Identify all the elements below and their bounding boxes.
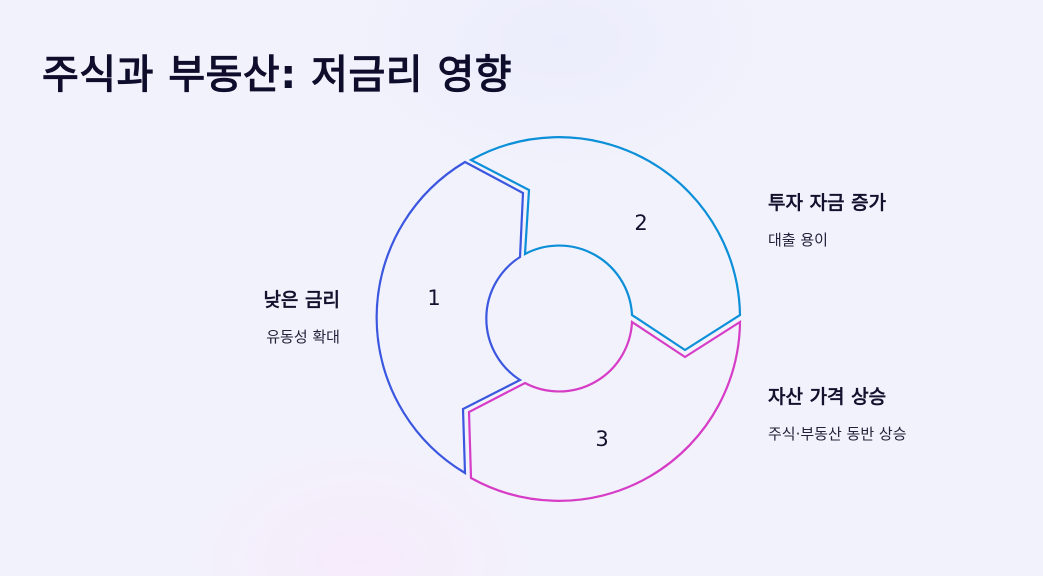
segment-1-number: 1	[427, 286, 440, 310]
cycle-segment-1: 1	[375, 160, 525, 475]
segment-2-heading: 투자 자금 증가	[768, 192, 887, 214]
segment-2-label: 투자 자금 증가 대출 용이	[768, 188, 886, 250]
segment-2-number: 2	[634, 211, 647, 235]
segment-3-description: 주식·부동산 동반 상승	[768, 425, 907, 443]
segment-1-label: 낮은 금리 유동성 확대	[263, 285, 340, 347]
cycle-segment-2: 2	[468, 136, 742, 352]
segment-2-description: 대출 용이	[768, 231, 828, 249]
segment-3-number: 3	[595, 427, 608, 451]
segment-1-heading: 낮은 금리	[263, 289, 340, 311]
page-title: 주식과 부동산: 저금리 영향	[42, 52, 513, 98]
cycle-segment-3: 3	[467, 319, 742, 502]
segment-1-description: 유동성 확대	[266, 328, 340, 346]
segment-3-heading: 자산 가격 상승	[768, 386, 887, 408]
segment-3-label: 자산 가격 상승 주식·부동산 동반 상승	[768, 382, 907, 444]
